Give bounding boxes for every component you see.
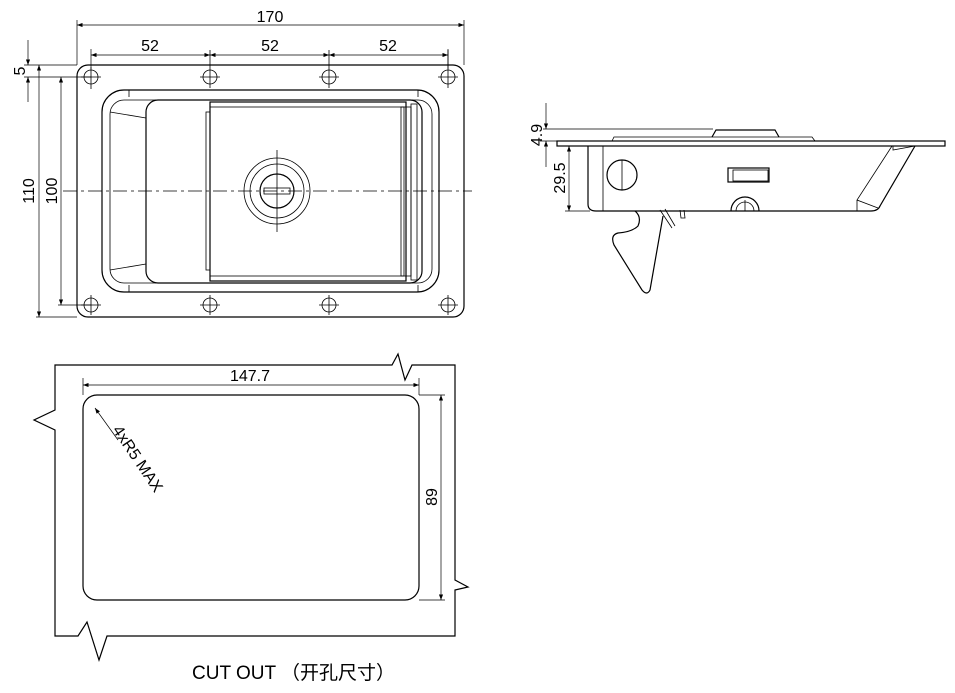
corner-radius-note: 4xR5 MAX <box>109 423 166 496</box>
dim-edge-offset: 5 <box>12 66 29 75</box>
dim-overall-width: 170 <box>257 9 284 26</box>
dim-hole-spacing-2: 52 <box>261 38 279 55</box>
cutout-opening <box>82 394 420 601</box>
dim-cutout-width: 147.7 <box>230 368 270 385</box>
front-view: 170 52 52 52 5 110 100 <box>12 9 472 318</box>
cutout-caption: CUT OUT （开孔尺寸） <box>192 662 395 684</box>
dim-hole-spacing-3: 52 <box>379 38 397 55</box>
cutout-view: 147.7 89 4xR5 MAX CUT OUT （开孔尺寸） <box>32 352 470 684</box>
dim-flange: 4.9 <box>529 124 546 146</box>
dim-cutout-height: 89 <box>424 488 441 506</box>
dim-depth: 29.5 <box>552 162 569 193</box>
paddle-handle <box>109 99 423 284</box>
dimensions: 170 52 52 52 5 110 100 <box>12 9 465 318</box>
dim-hole-spacing-1: 52 <box>141 38 159 55</box>
side-dimensions: 4.9 29.5 <box>529 103 713 212</box>
dim-hole-height: 100 <box>44 178 61 205</box>
side-view: 4.9 29.5 <box>529 103 946 294</box>
dim-overall-height: 110 <box>21 178 38 204</box>
